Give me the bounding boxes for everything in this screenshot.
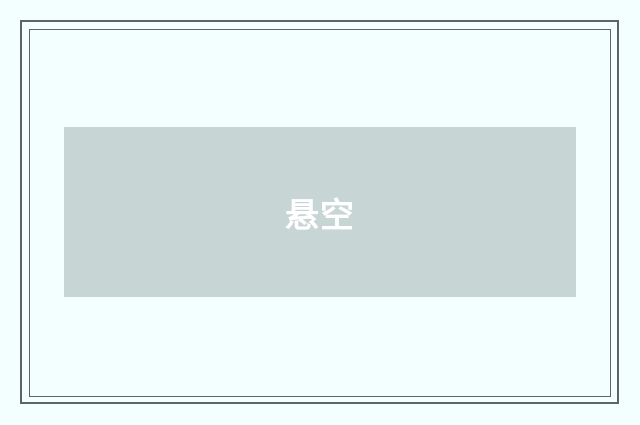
- outer-frame-border: [20, 20, 619, 404]
- inner-frame-border: [29, 29, 611, 397]
- hover-button[interactable]: 悬空: [64, 127, 576, 297]
- hover-button-label: 悬空: [285, 195, 355, 236]
